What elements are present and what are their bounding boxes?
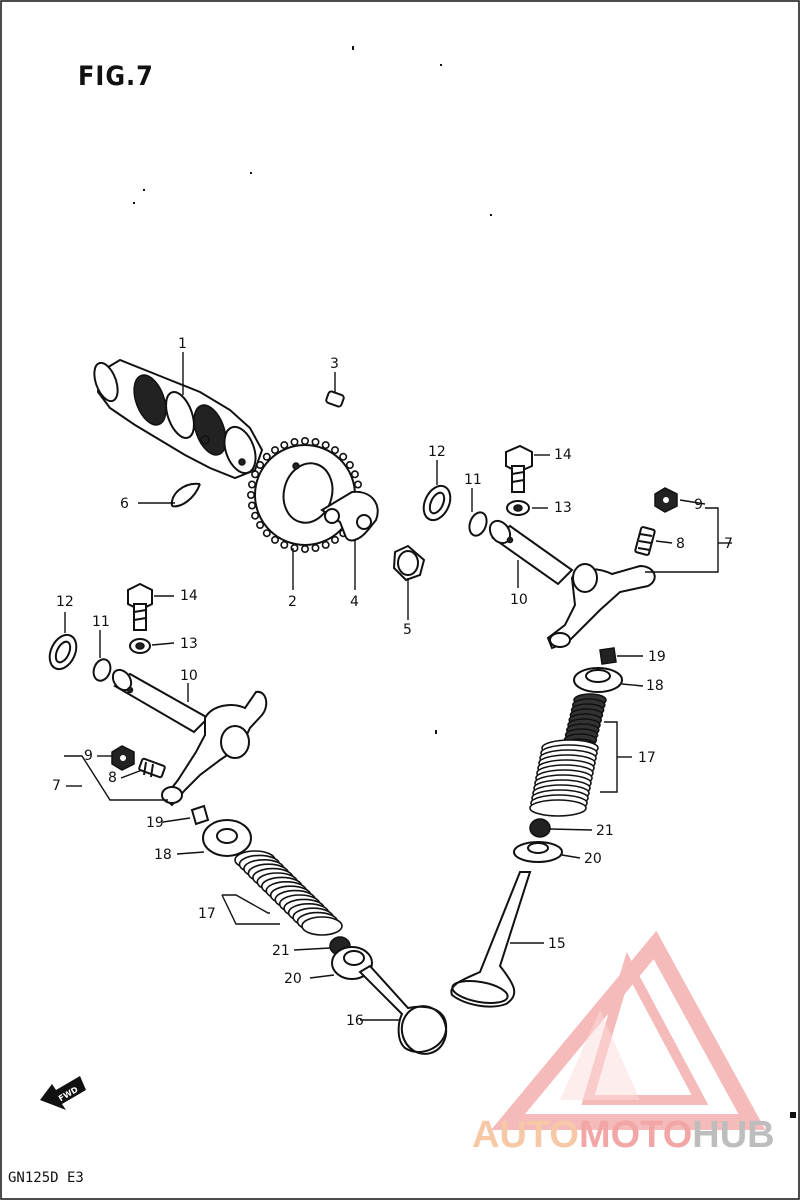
callout-10-right: 10	[510, 592, 528, 608]
sprocket-plate	[320, 490, 379, 542]
spring-coil	[529, 799, 587, 817]
sprocket-tooth	[300, 436, 309, 445]
sprocket-tooth	[280, 441, 289, 450]
sprocket-tooth	[321, 540, 330, 549]
callout-5: 5	[403, 622, 412, 638]
callout-11-left: 11	[92, 614, 110, 630]
callout-6: 6	[120, 496, 129, 512]
sprocket-tooth	[350, 470, 359, 479]
sprocket-tooth	[311, 543, 320, 552]
callout-13-left: 13	[180, 636, 198, 652]
callout-9-right: 9	[694, 497, 703, 513]
scan-specks	[133, 46, 796, 1118]
callout-3: 3	[330, 356, 339, 372]
spring-coil	[301, 916, 343, 936]
sprocket-tooth	[270, 535, 279, 544]
left-rocker-assembly	[48, 582, 268, 807]
callout-12-left: 12	[56, 594, 74, 610]
sprocket-tooth	[280, 540, 289, 549]
callout-10-left: 10	[180, 668, 198, 684]
leader-lines	[64, 352, 732, 1021]
callout-9-left: 9	[84, 748, 93, 764]
callout-17-left: 17	[198, 906, 216, 922]
sprocket-tooth	[256, 460, 265, 469]
callout-20-right: 20	[584, 851, 602, 867]
sprocket-tooth	[311, 437, 320, 446]
callout-21-right: 21	[596, 823, 614, 839]
callout-17-right: 17	[638, 750, 656, 766]
figure-title: FIG.7	[78, 60, 154, 92]
callout-2: 2	[288, 594, 297, 610]
callout-4: 4	[350, 594, 359, 610]
camshaft-clip	[170, 482, 201, 508]
callout-14-right: 14	[554, 447, 572, 463]
callout-16: 16	[346, 1013, 364, 1029]
callout-13-right: 13	[554, 500, 572, 516]
callout-19-left: 19	[146, 815, 164, 831]
callout-8-left: 8	[108, 770, 117, 786]
callout-20-left: 20	[284, 971, 302, 987]
sprocket-tooth	[353, 480, 362, 489]
callout-1: 1	[178, 336, 187, 352]
sprocket-tooth	[256, 520, 265, 529]
sprocket-tooth	[290, 543, 299, 552]
sprocket-tooth	[330, 535, 339, 544]
sprocket-tooth	[290, 437, 299, 446]
sprocket-tooth	[321, 441, 330, 450]
sprocket-tooth	[248, 501, 257, 510]
right-rocker-assembly	[422, 444, 678, 650]
dowel-pin	[325, 390, 345, 408]
sprocket-tooth	[300, 544, 309, 553]
sprocket-tooth	[330, 446, 339, 455]
sprocket-tooth	[251, 470, 260, 479]
model-label: GN125D E3	[8, 1170, 84, 1186]
right-valve-train	[450, 647, 623, 1008]
sprocket-tooth	[345, 460, 354, 469]
left-valve-train	[190, 804, 448, 1055]
sprocket-tooth	[339, 452, 348, 461]
sprocket-tooth	[262, 529, 271, 538]
callout-18-right: 18	[646, 678, 664, 694]
sprocket-tooth	[248, 480, 257, 489]
callout-11-right: 11	[464, 472, 482, 488]
callout-19-right: 19	[648, 649, 666, 665]
callout-8-right: 8	[676, 536, 685, 552]
callout-18-left: 18	[154, 847, 172, 863]
callout-14-left: 14	[180, 588, 198, 604]
sprocket-tooth	[262, 452, 271, 461]
callout-7-left: 7	[52, 778, 61, 794]
fwd-arrow-icon: FWD	[40, 1076, 86, 1110]
watermark-logo	[490, 930, 766, 1130]
sprocket-tooth	[247, 490, 256, 499]
sprocket-tooth	[270, 446, 279, 455]
sprocket-bolt	[392, 544, 426, 582]
callout-numbers: 1 2 3 4 5 6 7 8 9 10 11 12 13 14 7 8 9 1…	[52, 336, 733, 1029]
callout-7-right: 7	[724, 536, 733, 552]
sprocket-tooth	[251, 511, 260, 520]
camshaft	[93, 358, 264, 480]
callout-21-left: 21	[272, 943, 290, 959]
callout-12-right: 12	[428, 444, 446, 460]
callout-15: 15	[548, 936, 566, 952]
watermark-text: AUTOMOTOHUB	[472, 1114, 775, 1156]
